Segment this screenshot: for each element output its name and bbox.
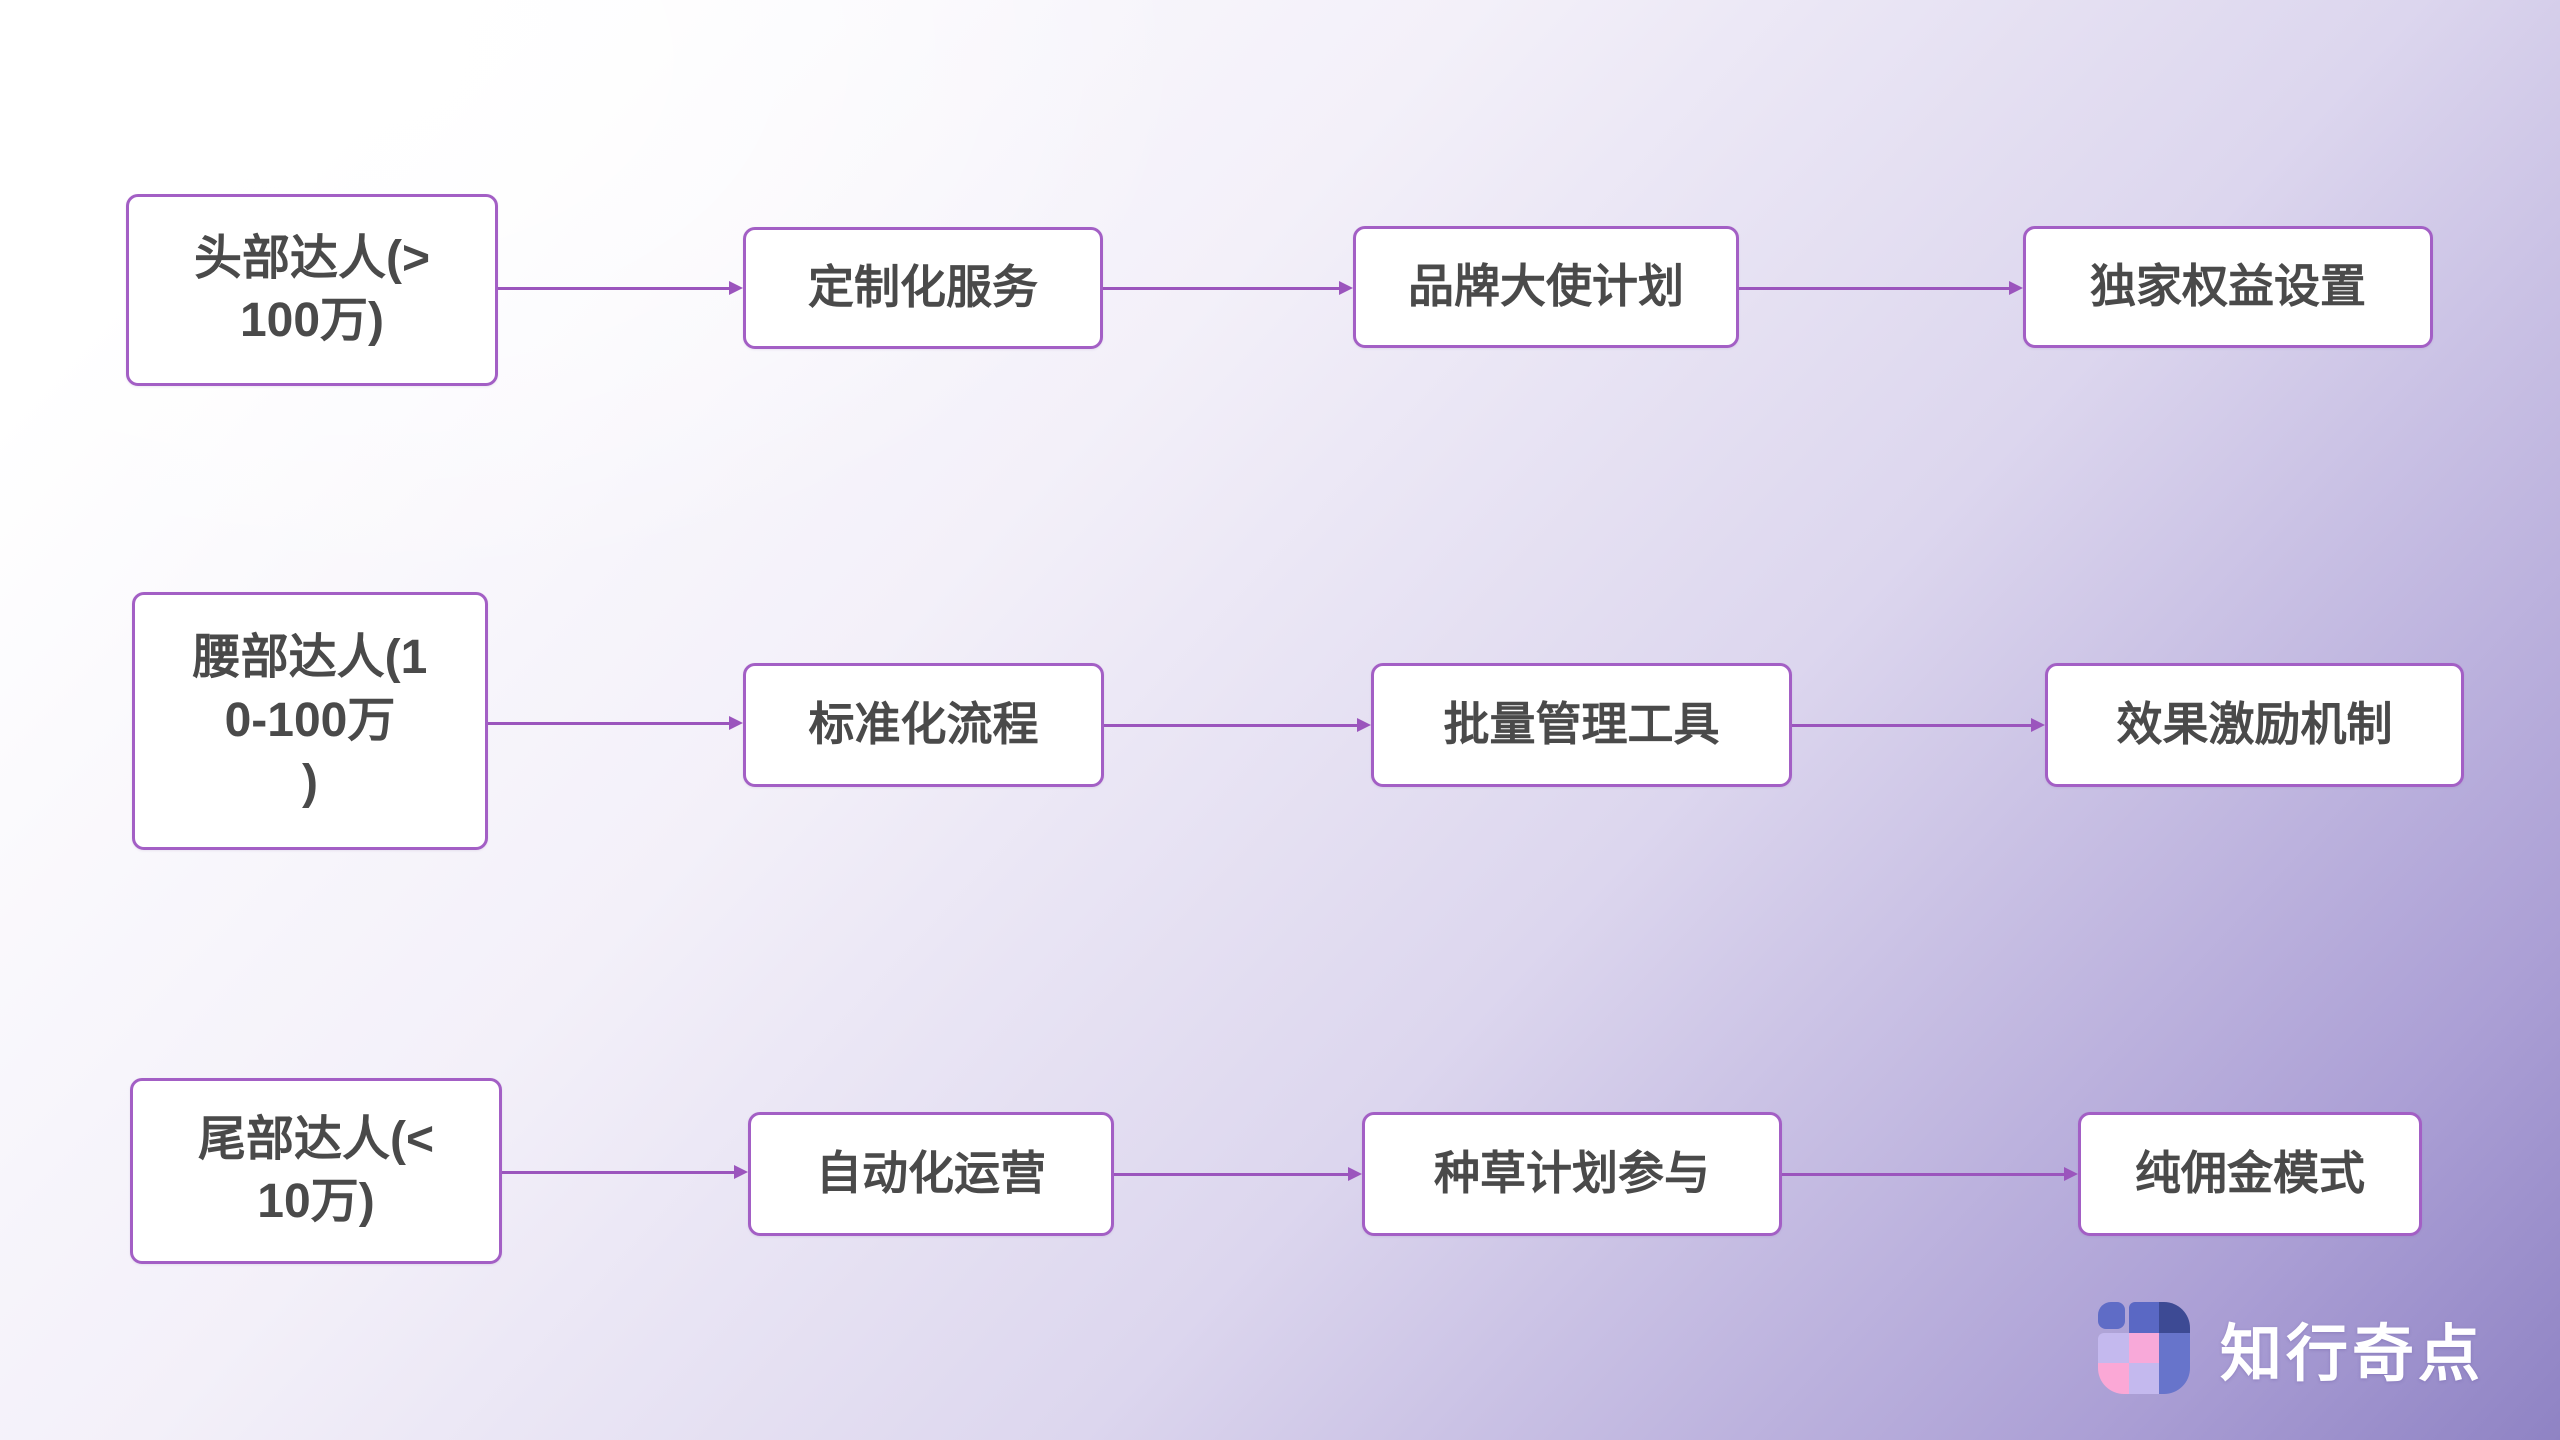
arrow-line bbox=[1114, 1173, 1352, 1176]
logo-tile bbox=[2098, 1333, 2129, 1364]
arrowhead-icon bbox=[734, 1165, 748, 1179]
arrow-line bbox=[498, 287, 733, 290]
box-brand-ambassador-program: 品牌大使计划 bbox=[1353, 226, 1739, 348]
arrow-line bbox=[1739, 287, 2013, 290]
flow-arrow-r1-s1 bbox=[498, 281, 743, 295]
box-head-kol: 头部达人(> 100万) bbox=[126, 194, 498, 386]
box-standardized-process: 标准化流程 bbox=[743, 663, 1104, 787]
logo-tile bbox=[2098, 1363, 2129, 1394]
box-tail-kol: 尾部达人(< 10万) bbox=[130, 1078, 502, 1264]
arrowhead-icon bbox=[729, 281, 743, 295]
brand-logo: 知行奇点 bbox=[2098, 1302, 2484, 1394]
flow-arrow-r3-s2 bbox=[1114, 1167, 1362, 1181]
arrowhead-icon bbox=[1357, 718, 1371, 732]
arrowhead-icon bbox=[1348, 1167, 1362, 1181]
flow-arrow-r1-s3 bbox=[1739, 281, 2023, 295]
arrowhead-icon bbox=[1339, 281, 1353, 295]
arrow-line bbox=[488, 722, 733, 725]
arrow-line bbox=[1792, 724, 2035, 727]
box-seeding-program: 种草计划参与 bbox=[1362, 1112, 1782, 1236]
flow-arrow-r2-s1 bbox=[488, 716, 743, 730]
arrowhead-icon bbox=[2031, 718, 2045, 732]
box-automated-operation: 自动化运营 bbox=[748, 1112, 1114, 1236]
flow-arrow-r2-s3 bbox=[1792, 718, 2045, 732]
flow-arrow-r3-s1 bbox=[502, 1165, 748, 1179]
flow-arrow-r2-s2 bbox=[1104, 718, 1371, 732]
brand-logo-text: 知行奇点 bbox=[2220, 1320, 2485, 1389]
logo-tile bbox=[2159, 1363, 2190, 1394]
arrowhead-icon bbox=[2064, 1167, 2078, 1181]
box-customized-service: 定制化服务 bbox=[743, 227, 1103, 349]
box-waist-kol: 腰部达人(1 0-100万 ) bbox=[132, 592, 488, 850]
zhixing-qidian-logo-icon bbox=[2098, 1302, 2190, 1394]
logo-tile bbox=[2129, 1302, 2160, 1333]
box-performance-incentive: 效果激励机制 bbox=[2045, 663, 2464, 787]
logo-tile bbox=[2159, 1333, 2190, 1364]
logo-tile bbox=[2129, 1333, 2160, 1364]
arrow-line bbox=[1104, 724, 1361, 727]
box-pure-commission: 纯佣金模式 bbox=[2078, 1112, 2422, 1236]
arrowhead-icon bbox=[729, 716, 743, 730]
arrowhead-icon bbox=[2009, 281, 2023, 295]
arrow-line bbox=[1103, 287, 1343, 290]
arrow-line bbox=[1782, 1173, 2068, 1176]
logo-tile bbox=[2129, 1363, 2160, 1394]
arrow-line bbox=[502, 1171, 738, 1174]
box-exclusive-benefits: 独家权益设置 bbox=[2023, 226, 2433, 348]
logo-tile bbox=[2098, 1302, 2125, 1329]
logo-tile bbox=[2159, 1302, 2190, 1333]
flow-arrow-r1-s2 bbox=[1103, 281, 1353, 295]
flow-arrow-r3-s3 bbox=[1782, 1167, 2078, 1181]
box-batch-management-tools: 批量管理工具 bbox=[1371, 663, 1792, 787]
